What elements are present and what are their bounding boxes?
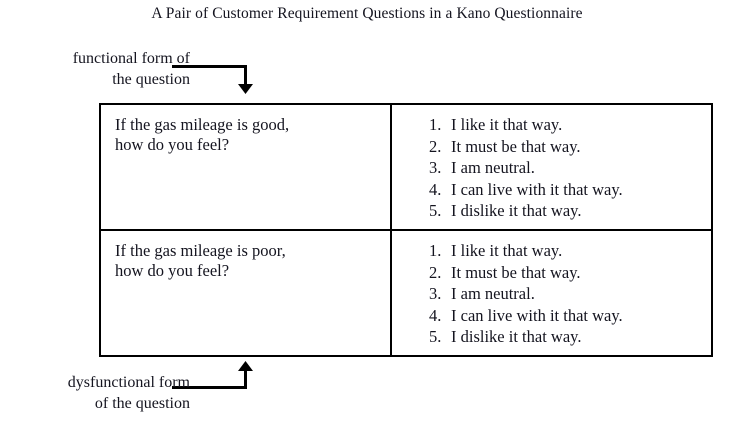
answer-number: 4.	[429, 179, 442, 199]
dysfunctional-form-label-line2: of the question	[94, 395, 190, 412]
functional-question-text: If the gas mileage is good, how do you f…	[101, 105, 390, 155]
answer-text: It must be that way.	[451, 262, 581, 282]
functional-answers-cell: 1. I like it that way. 2. It must be tha…	[391, 105, 713, 230]
answer-text: I like it that way.	[451, 241, 563, 260]
answer-number: 5.	[429, 201, 442, 220]
answer-number: 2.	[429, 262, 442, 282]
answer-number: 2.	[429, 136, 442, 156]
dysfunctional-answer-list: 1. I like it that way. 2. It must be tha…	[392, 231, 713, 348]
dysfunctional-form-label-line1: dysfunctional form	[67, 374, 190, 391]
list-item[interactable]: 3. I am neutral.	[392, 157, 713, 179]
functional-form-label-line2: the question	[112, 71, 190, 88]
page-title: A Pair of Customer Requirement Questions…	[151, 5, 583, 22]
dysfunctional-question-line2: how do you feel?	[115, 261, 230, 280]
table-row: If the gas mileage is poor, how do you f…	[101, 229, 713, 355]
list-item[interactable]: 1. I like it that way.	[392, 240, 713, 262]
functional-answer-list: 1. I like it that way. 2. It must be tha…	[392, 105, 713, 222]
answer-number: 3.	[429, 284, 442, 303]
list-item[interactable]: 4. I can live with it that way.	[392, 179, 713, 201]
answer-text: I like it that way.	[451, 115, 563, 134]
answer-text: I am neutral.	[451, 284, 535, 303]
answer-number: 5.	[429, 327, 442, 346]
answer-text: I can live with it that way.	[451, 179, 623, 199]
answer-text: I dislike it that way.	[451, 327, 582, 346]
list-item[interactable]: 2. It must be that way.	[392, 262, 713, 284]
answer-text: It must be that way.	[451, 136, 581, 156]
table-row: If the gas mileage is good, how do you f…	[101, 105, 713, 230]
answer-number: 1.	[429, 115, 442, 134]
list-item[interactable]: 4. I can live with it that way.	[392, 305, 713, 327]
functional-form-label-line1: functional form of	[72, 50, 190, 67]
dysfunctional-question-text: If the gas mileage is poor, how do you f…	[101, 231, 390, 281]
answer-number: 3.	[429, 158, 442, 177]
answer-number: 4.	[429, 305, 442, 325]
dysfunctional-question-line1: If the gas mileage is poor,	[115, 241, 286, 260]
list-item[interactable]: 2. It must be that way.	[392, 136, 713, 158]
functional-form-label: functional form of the question	[8, 48, 190, 90]
functional-question-line1: If the gas mileage is good,	[115, 115, 290, 134]
kano-questionnaire-table: If the gas mileage is good, how do you f…	[99, 103, 713, 357]
list-item[interactable]: 1. I like it that way.	[392, 114, 713, 136]
dysfunctional-form-label: dysfunctional form of the question	[4, 372, 190, 414]
answer-text: I dislike it that way.	[451, 201, 582, 220]
dysfunctional-question-cell: If the gas mileage is poor, how do you f…	[101, 229, 392, 355]
list-item[interactable]: 5. I dislike it that way.	[392, 326, 713, 348]
answer-text: I can live with it that way.	[451, 305, 623, 325]
answer-number: 1.	[429, 241, 442, 260]
list-item[interactable]: 3. I am neutral.	[392, 283, 713, 305]
functional-question-cell: If the gas mileage is good, how do you f…	[101, 105, 392, 230]
functional-question-line2: how do you feel?	[115, 135, 230, 154]
answer-text: I am neutral.	[451, 158, 535, 177]
dysfunctional-answers-cell: 1. I like it that way. 2. It must be tha…	[391, 229, 713, 355]
list-item[interactable]: 5. I dislike it that way.	[392, 200, 713, 222]
